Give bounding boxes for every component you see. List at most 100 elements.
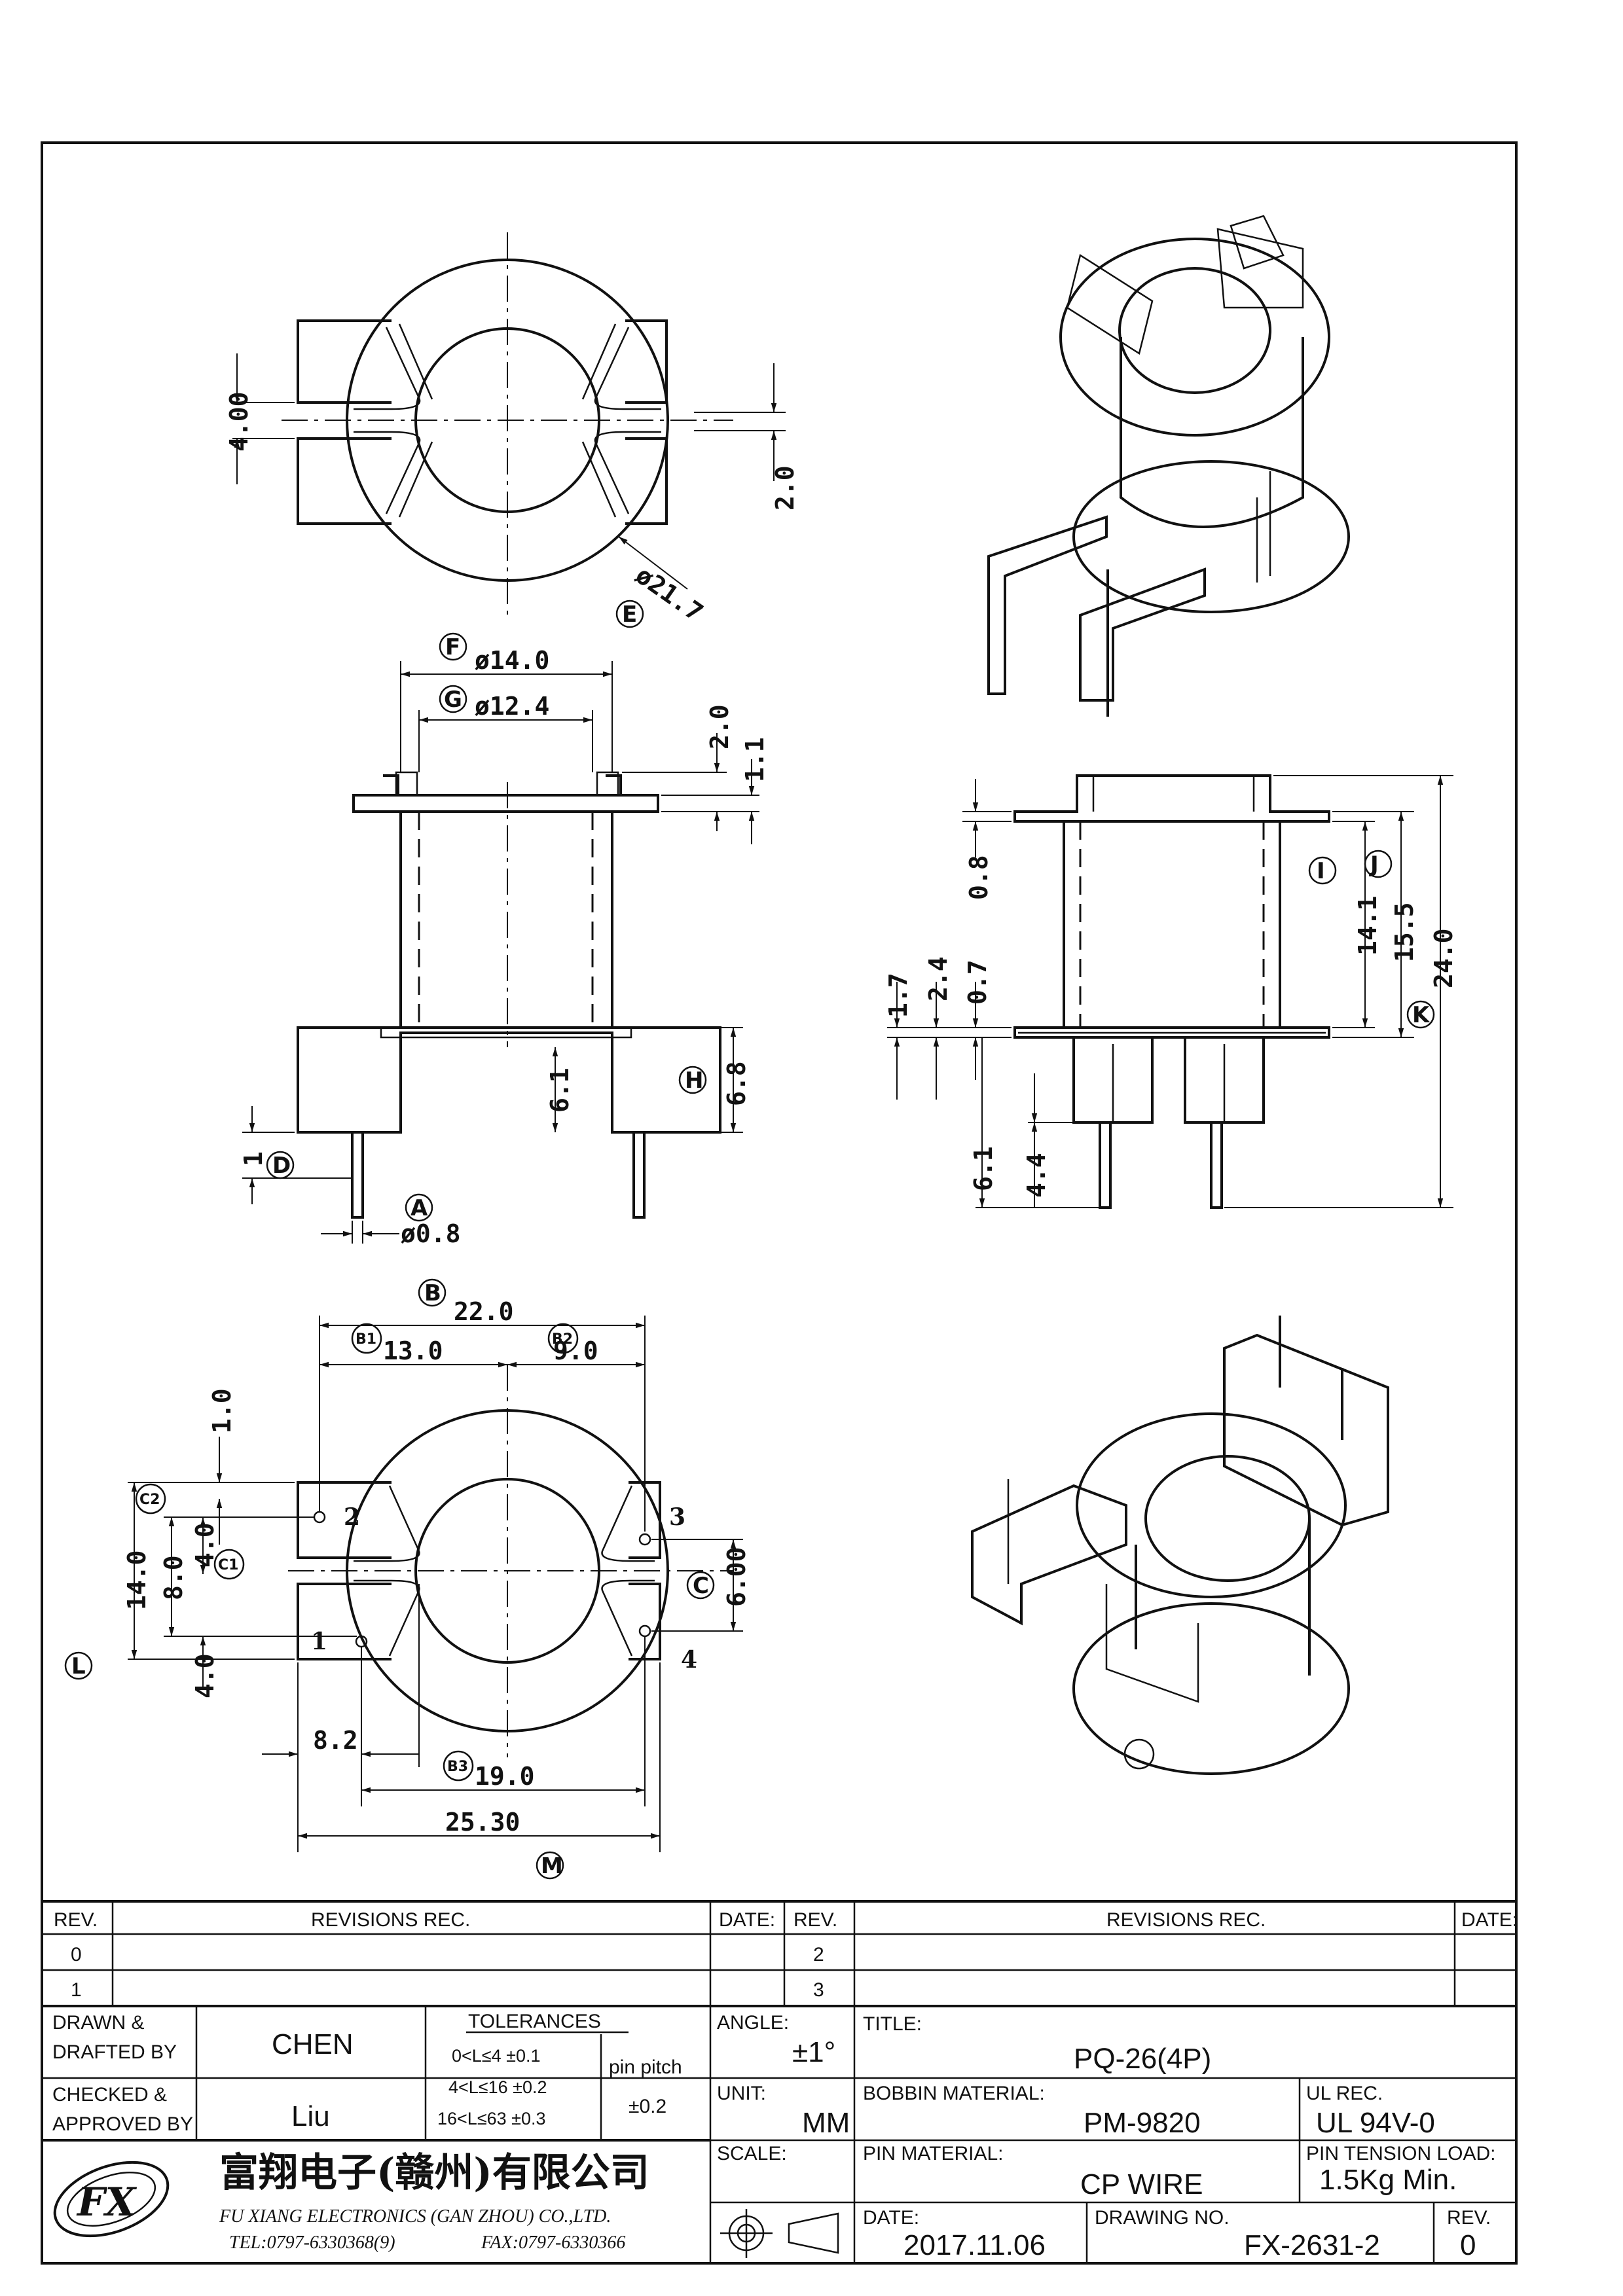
company-fax: FAX:0797-6330366 — [481, 2233, 625, 2253]
drawing-no-value: FX-2631-2 — [1244, 2229, 1380, 2261]
pin-tension-label: PIN TENSION LOAD: — [1306, 2143, 1496, 2164]
pin-material-label: PIN MATERIAL: — [863, 2143, 1003, 2164]
bobbin-material-value: PM-9820 — [1084, 2107, 1201, 2139]
label-I: I — [1317, 858, 1325, 884]
label-B3: B3 — [447, 1759, 468, 1775]
rev-row-0: 0 — [71, 1944, 82, 1965]
approved-by: Liu — [291, 2100, 330, 2132]
drawing-no-label: DRAWING NO. — [1095, 2207, 1230, 2229]
dim-s-1: 1 — [239, 1151, 268, 1166]
dim-s-6-8: 6.8 — [722, 1061, 751, 1106]
dim-r-6-1: 6.1 — [969, 1146, 998, 1191]
rev-label: REV. — [1447, 2207, 1491, 2229]
dim-b-1-0: 1.0 — [208, 1388, 236, 1433]
dim-2-0: 2.0 — [771, 465, 799, 511]
pin-label-1: 1 — [311, 1628, 327, 1655]
drawn-by: CHEN — [272, 2028, 354, 2060]
right-slot — [594, 327, 661, 514]
dim-b-13-0: 13.0 — [383, 1336, 443, 1365]
checked-label-1: CHECKED & — [52, 2084, 167, 2106]
angle-value: ±1° — [792, 2036, 835, 2068]
dim-d0-8: ø0.8 — [401, 1219, 461, 1248]
dim-s-6-1: 6.1 — [545, 1067, 574, 1113]
dim-r-15-5: 15.5 — [1390, 902, 1419, 962]
dim-b-22-0: 22.0 — [454, 1297, 514, 1326]
label-F: F — [445, 634, 460, 660]
front-view: ø14.0 F ø12.4 G 2.0 1.1 6.1 6.8 H 1 D — [239, 632, 769, 1248]
title-label: TITLE: — [863, 2013, 922, 2035]
bottom-view: 2 1 3 4 22.0 B 13.0 9.0 B1 B2 1.0 14.0 8… — [64, 1278, 751, 1880]
label-A: A — [410, 1195, 428, 1221]
label-H: H — [685, 1067, 703, 1094]
dim-r-14-1: 14.1 — [1353, 895, 1382, 956]
label-B1: B1 — [356, 1331, 376, 1348]
dim-s-1-1: 1.1 — [740, 737, 769, 782]
label-J: J — [1369, 852, 1379, 878]
pin-label-2: 2 — [344, 1503, 360, 1531]
dim-r-0-7: 0.7 — [963, 960, 992, 1005]
dim-b-25-30: 25.30 — [445, 1808, 520, 1837]
left-slot — [354, 327, 421, 514]
label-D: D — [272, 1153, 291, 1179]
unit-value: MM — [802, 2107, 850, 2139]
dim-b-8-2: 8.2 — [313, 1726, 358, 1755]
company-name-en: FU XIANG ELECTRONICS (GAN ZHOU) CO.,LTD. — [219, 2206, 611, 2227]
dim-b-8-0: 8.0 — [159, 1555, 188, 1600]
side-view: 0.8 1.7 2.4 0.7 6.1 4.4 14.1 I 15.5 J — [884, 774, 1458, 1209]
iso-view-bottom — [971, 1316, 1389, 1775]
dim-b-14-0: 14.0 — [122, 1550, 151, 1610]
dim-r-24-0: 24.0 — [1429, 928, 1458, 988]
dim-d12-4: ø12.4 — [475, 692, 549, 721]
label-K: K — [1412, 1002, 1431, 1028]
dim-r-2-4: 2.4 — [924, 956, 953, 1001]
label-C1: C1 — [218, 1557, 238, 1573]
label-G: G — [444, 687, 462, 713]
ul-rec-label: UL REC. — [1306, 2083, 1383, 2104]
label-B: B — [424, 1280, 441, 1306]
label-M: M — [541, 1853, 563, 1879]
scale-label: SCALE: — [717, 2143, 787, 2164]
rev-header-left: REV. — [54, 1909, 98, 1931]
projection-symbol — [720, 2209, 839, 2258]
pin-tension-value: 1.5Kg Min. — [1319, 2164, 1457, 2196]
slot-edges — [398, 323, 617, 518]
iso-view-top — [987, 215, 1350, 717]
date-value: 2017.11.06 — [903, 2229, 1046, 2261]
rev-row-2: 2 — [813, 1944, 824, 1965]
right-ear-upper — [625, 319, 668, 404]
dim-r-0-8: 0.8 — [964, 855, 993, 900]
bobbin-material-label: BOBBIN MATERIAL: — [863, 2083, 1045, 2104]
unit-label: UNIT: — [717, 2083, 766, 2104]
tolerance-range-3: 16<L≤63 ±0.3 — [437, 2109, 546, 2128]
dim-s-2-0: 2.0 — [705, 704, 734, 749]
label-C2: C2 — [139, 1492, 160, 1508]
rev-value: 0 — [1460, 2229, 1476, 2261]
label-C: C — [693, 1573, 709, 1599]
dim-r-1-7: 1.7 — [884, 973, 913, 1018]
label-L: L — [71, 1653, 86, 1679]
rev-row-3: 3 — [813, 1979, 824, 2001]
drawn-label-2: DRAFTED BY — [52, 2041, 177, 2063]
logo-text: FX — [76, 2179, 137, 2225]
title-block: REV. REVISIONS REC. DATE: REV. REVISIONS… — [42, 1900, 1518, 2263]
revisions-header-right: REVISIONS REC. — [1106, 1909, 1266, 1931]
left-ear-lower — [297, 437, 392, 525]
left-ear-upper — [297, 319, 392, 404]
rev-row-1: 1 — [71, 1979, 82, 2001]
tolerances-label: TOLERANCES — [468, 2011, 601, 2032]
pin-pitch-tolerance: ±0.2 — [629, 2096, 666, 2117]
label-E: E — [622, 601, 637, 628]
angle-label: ANGLE: — [717, 2012, 789, 2034]
top-view: 4.00 2.0 ø21.7 E — [225, 232, 799, 628]
company-name-cn: 富翔电子(赣州)有限公司 — [219, 2150, 649, 2196]
date-header-right: DATE: — [1461, 1909, 1518, 1931]
dim-r-4-4: 4.4 — [1022, 1153, 1051, 1198]
revisions-header-left: REVISIONS REC. — [311, 1909, 470, 1931]
dim-b-19-0: 19.0 — [475, 1762, 535, 1791]
tolerance-range-2: 4<L≤16 ±0.2 — [448, 2077, 547, 2097]
drawn-label-1: DRAWN & — [52, 2012, 145, 2034]
sheet-border — [41, 141, 1518, 2265]
label-B2: B2 — [552, 1331, 573, 1348]
